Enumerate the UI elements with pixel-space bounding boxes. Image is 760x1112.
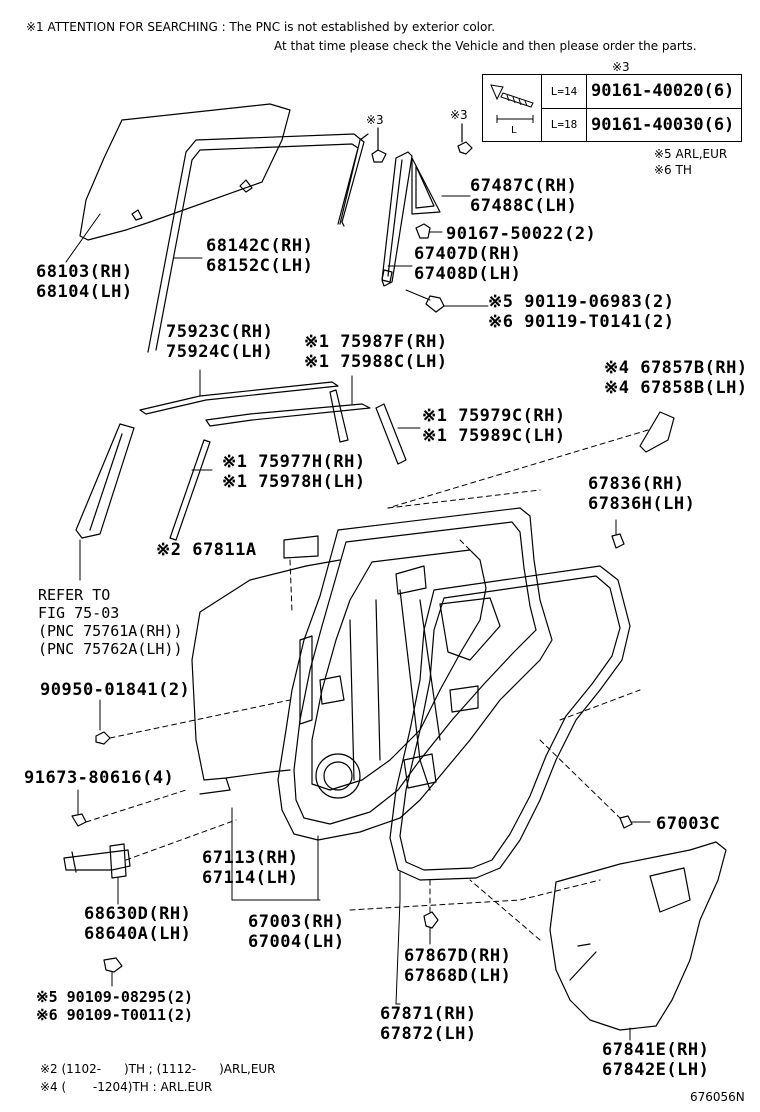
label-67841e: 67841E(RH) 67842E(LH) (602, 1040, 710, 1080)
label-67003: 67003(RH) 67004(LH) (248, 912, 345, 952)
label-75987f: ※1 75987F(RH) ※1 75988C(LH) (304, 332, 448, 372)
label-68630d: 68630D(RH) 68640A(LH) (84, 904, 192, 944)
weatherstrip (389, 565, 631, 881)
label-75977h: ※1 75977H(RH) ※1 75978H(LH) (222, 452, 366, 492)
diagram-id: 676056N (690, 1090, 745, 1104)
attention-note-line1: ※1 ATTENTION FOR SEARCHING : The PNC is … (26, 20, 496, 34)
footer-note-2: ※4 ( -1204)TH : ARL.EUR (40, 1080, 213, 1094)
screw-length-table: L L=14 90161-40020(6) L=18 90161-40030(6… (482, 74, 742, 142)
screw-part-row2: 90161-40030(6) (586, 107, 742, 142)
screw-icon: L (482, 74, 542, 142)
label-67407d: 67407D(RH) 67408D(LH) (414, 244, 522, 284)
label-75979c: ※1 75979C(RH) ※1 75989C(LH) (422, 406, 566, 446)
screw-table-mark: ※3 (612, 60, 630, 74)
label-67113: 67113(RH) 67114(LH) (202, 848, 299, 888)
service-hole-cover (549, 841, 727, 1031)
attention-note-line2: At that time please check the Vehicle an… (274, 39, 697, 53)
clip-screws (371, 123, 473, 163)
label-90109: ※5 90109-08295(2) ※6 90109-T0011(2) (36, 988, 194, 1024)
label-67836: 67836(RH) 67836H(LH) (588, 474, 696, 514)
label-67867d: 67867D(RH) 67868D(LH) (404, 946, 512, 986)
label-67811a: ※2 67811A (156, 540, 257, 560)
note-th: ※6 TH (654, 163, 692, 177)
label-90950: 90950-01841(2) (40, 680, 191, 700)
label-67857b: ※4 67857B(RH) ※4 67858B(LH) (604, 358, 748, 398)
label-68142c: 68142C(RH) 68152C(LH) (206, 236, 314, 276)
mark-3a: ※3 (366, 113, 384, 127)
label-68103: 68103(RH) 68104(LH) (36, 262, 133, 302)
screw-length-row1: L=14 (541, 74, 587, 109)
note-arl-eur: ※5 ARL,EUR (654, 147, 728, 161)
mark-3b: ※3 (450, 108, 468, 122)
label-91673: 91673-80616(4) (24, 768, 175, 788)
label-90119: ※5 90119-06983(2) ※6 90119-T0141(2) (488, 292, 675, 332)
door-frame (277, 507, 553, 841)
division-bar (381, 151, 441, 287)
screw-picture: L (490, 84, 534, 136)
door-glass (79, 103, 291, 241)
screw-part-row1: 90161-40020(6) (586, 74, 742, 109)
refer-note: REFER TO FIG 75-03 (PNC 75761A(RH)) (PNC… (38, 586, 183, 658)
screw-length-row2: L=18 (541, 107, 587, 142)
label-67003c: 67003C (656, 814, 721, 834)
door-check (63, 843, 131, 879)
label-67487c: 67487C(RH) 67488C(LH) (470, 176, 578, 216)
footer-note-1: ※2 (1102- )TH ; (1112- )ARL,EUR (40, 1062, 276, 1076)
label-90167: 90167-50022(2) (446, 224, 597, 244)
glass-run-channel (147, 133, 369, 353)
door-outer-panel (191, 559, 341, 795)
label-67871: 67871(RH) 67872(LH) (380, 1004, 477, 1044)
label-75923c: 75923C(RH) 75924C(LH) (166, 322, 274, 362)
screw-length-label: L (511, 125, 517, 136)
